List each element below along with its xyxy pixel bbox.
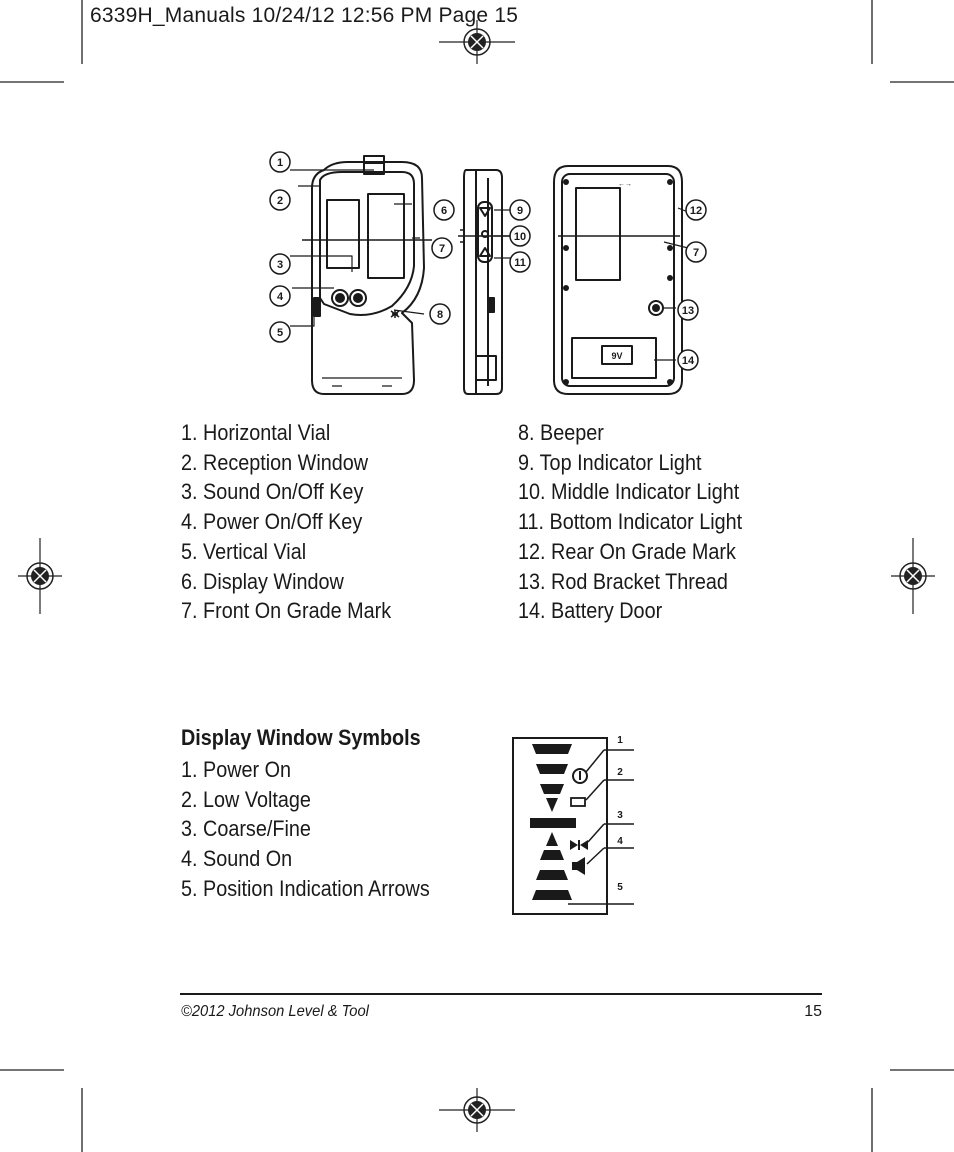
list-item: 13. Rod Bracket Thread <box>518 568 728 594</box>
beeper-mark <box>390 310 400 318</box>
horizontal-vial <box>363 155 385 175</box>
callout-14: 14 <box>682 355 695 367</box>
bottom-indicator-light <box>479 247 491 257</box>
front-view <box>290 155 432 395</box>
symbol-callout-3: 3 <box>617 810 623 821</box>
symbol-callout-2: 2 <box>617 767 623 778</box>
side-housing <box>463 169 503 395</box>
top-indicator-light <box>479 207 491 217</box>
callout-5: 5 <box>277 327 283 339</box>
registration-mark-top <box>439 20 515 64</box>
list-item: 4. Sound On <box>181 846 293 872</box>
symbol-callout-4: 4 <box>617 836 623 847</box>
list-item: 6. Display Window <box>181 568 344 594</box>
callout-3: 3 <box>277 259 283 271</box>
list-item: 1. Horizontal Vial <box>181 420 331 445</box>
sound-key <box>349 289 367 307</box>
symbol-callout-1: 1 <box>617 735 623 746</box>
callout-7-rear: 7 <box>693 247 699 259</box>
callout-9: 9 <box>517 205 523 217</box>
detector-diagram: ←→ 1 2 3 4 5 6 7 8 9 10 11 12 7 13 14 9V <box>269 151 707 395</box>
front-housing <box>311 161 425 395</box>
list-item: 8. Beeper <box>518 420 604 445</box>
list-item: 14. Battery Door <box>518 598 663 624</box>
callout-7-front: 7 <box>439 243 445 255</box>
callout-4: 4 <box>277 291 284 303</box>
callout-12: 12 <box>690 205 702 217</box>
registration-mark-bottom <box>439 1088 515 1132</box>
svg-text:←→: ←→ <box>618 181 632 188</box>
display-symbols-diagram: 1 2 3 4 5 <box>512 735 634 915</box>
list-item: 3. Coarse/Fine <box>181 816 311 842</box>
callout-11: 11 <box>514 257 526 269</box>
rear-housing <box>553 165 683 395</box>
list-item: 7. Front On Grade Mark <box>181 598 392 624</box>
symbol-callout-5: 5 <box>617 882 623 893</box>
middle-indicator-light <box>481 230 489 238</box>
rod-bracket-thread <box>648 300 664 316</box>
list-item: 10. Middle Indicator Light <box>518 479 740 505</box>
vertical-vial <box>313 297 321 317</box>
display-window <box>367 193 405 279</box>
device-callouts: 1 2 3 4 5 6 7 8 9 10 11 12 7 13 14 <box>269 151 707 371</box>
callout-6: 6 <box>441 205 447 217</box>
page-number: 15 <box>804 1003 822 1020</box>
footer-copyright: ©2012 Johnson Level & Tool <box>181 1003 369 1020</box>
battery-icon <box>570 797 586 807</box>
list-item: 11. Bottom Indicator Light <box>518 509 743 535</box>
power-key <box>331 289 349 307</box>
symbols-list: 1. Power On 2. Low Voltage 3. Coarse/Fin… <box>181 755 501 904</box>
parts-list-right: 8. Beeper 9. Top Indicator Light 10. Mid… <box>518 418 818 626</box>
callout-10: 10 <box>514 231 526 243</box>
power-on-icon <box>572 768 588 784</box>
battery-label: 9V <box>611 351 622 361</box>
display-frame <box>512 737 608 915</box>
callout-8: 8 <box>437 309 443 321</box>
callout-13: 13 <box>682 305 694 317</box>
footer-rule <box>180 993 822 995</box>
registration-mark-left <box>18 538 62 614</box>
registration-mark-right <box>891 538 935 614</box>
list-item: 4. Power On/Off Key <box>181 509 363 535</box>
callout-2: 2 <box>277 195 283 207</box>
reception-window <box>326 199 360 269</box>
symbol-leaders <box>568 749 634 905</box>
list-item: 12. Rear On Grade Mark <box>518 538 736 564</box>
side-view <box>458 169 524 395</box>
list-item: 3. Sound On/Off Key <box>181 479 364 505</box>
rear-window <box>575 187 621 281</box>
speaker-icon <box>572 857 585 875</box>
rear-view: ←→ <box>553 165 689 395</box>
slug-line: 6339H_Manuals 10/24/12 12:56 PM Page 15 <box>90 4 519 27</box>
list-item: 1. Power On <box>181 757 292 782</box>
battery-9v <box>601 345 633 365</box>
list-item: 2. Low Voltage <box>181 786 311 812</box>
list-item: 5. Position Indication Arrows <box>181 875 430 901</box>
list-item: 2. Reception Window <box>181 449 369 475</box>
front-faceplate <box>319 171 415 316</box>
coarse-fine-icon <box>570 840 588 850</box>
position-arrows <box>530 744 576 900</box>
list-item: 5. Vertical Vial <box>181 538 307 564</box>
list-item: 9. Top Indicator Light <box>518 449 702 475</box>
symbols-heading: Display Window Symbols <box>181 725 421 750</box>
parts-list-left: 1. Horizontal Vial 2. Reception Window 3… <box>181 418 501 626</box>
battery-door <box>571 337 657 379</box>
callout-1: 1 <box>277 157 283 169</box>
